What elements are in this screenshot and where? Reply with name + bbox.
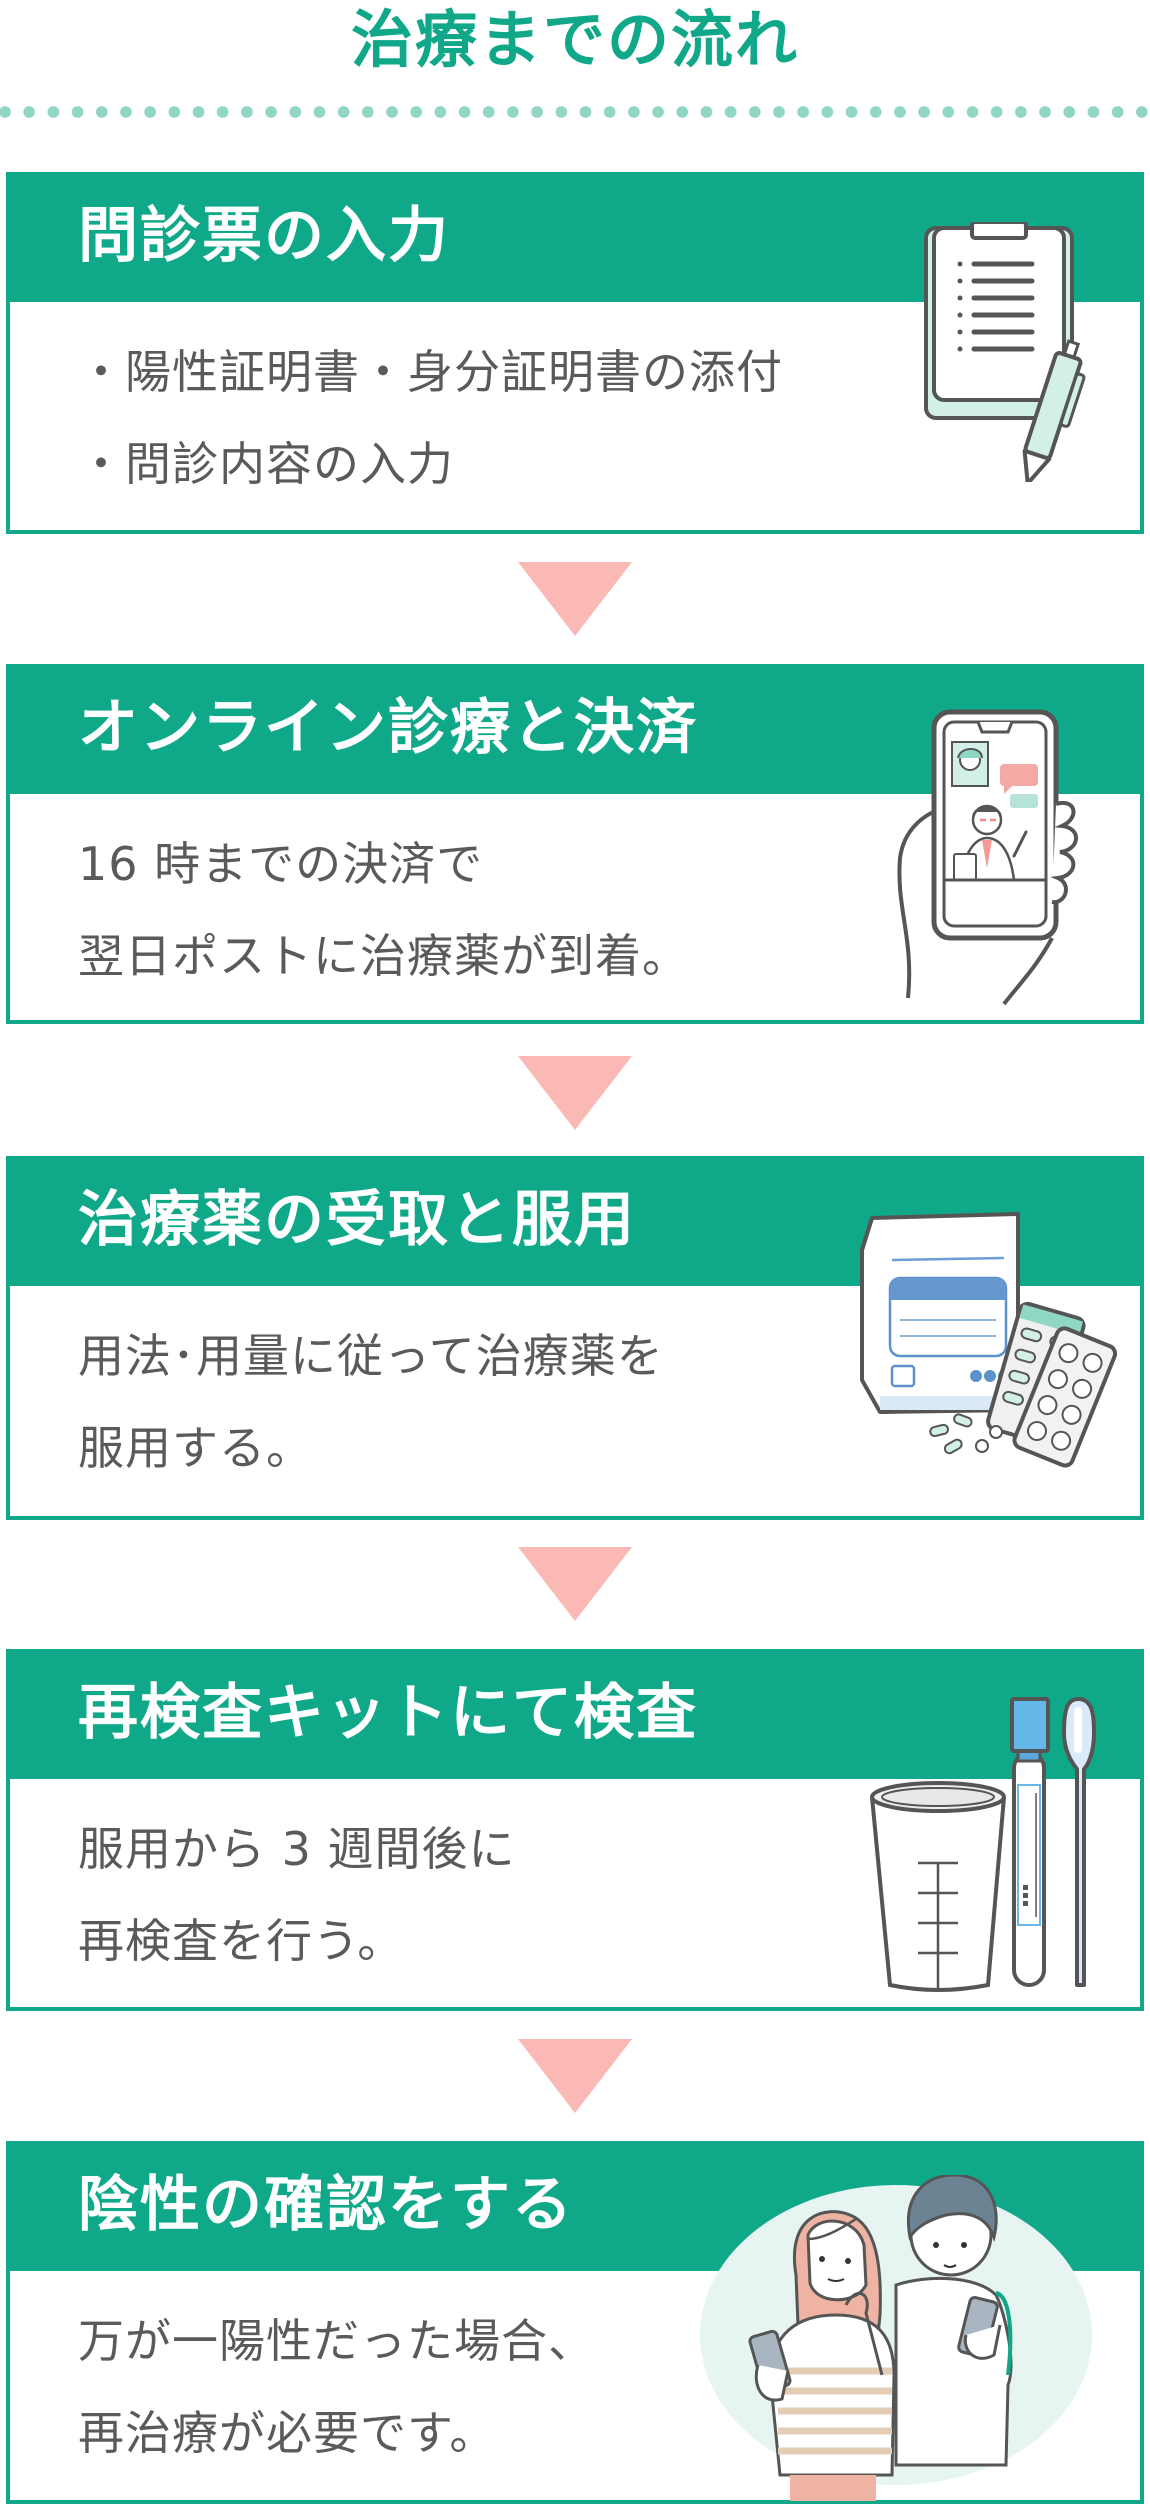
description-line: ・問診内容の入力: [78, 437, 454, 491]
step-description: 万が一陽性だった場合、 再治療が必要です。: [78, 2295, 595, 2479]
clipboard-pen-icon: [924, 222, 1086, 482]
page-title: 治療までの流れ: [350, 3, 799, 76]
step-title: オンライン診療と決済: [78, 693, 698, 763]
description-line: ・陽性証明書・身分証明書の添付: [78, 345, 783, 399]
couple-smartphones-icon: [700, 2175, 1092, 2501]
step-description: 16 時までの決済で 翌日ポストに治療薬が到着。: [78, 818, 689, 1002]
step-card-4: 再検査キットにて検査 服用から 3 週間後に 再検査を行う。: [6, 1649, 1144, 2011]
step-card-5: 陰性の確認をする 万が一陽性だった場合、 再治療が必要です。: [6, 2141, 1144, 2504]
down-arrow-icon: [518, 2039, 632, 2113]
step-card-2: オンライン診療と決済 16 時までの決済で 翌日ポストに治療薬が到着。: [6, 664, 1144, 1024]
step-description: ・陽性証明書・身分証明書の添付 ・問診内容の入力: [78, 326, 783, 510]
description-line: 翌日ポストに治療薬が到着。: [78, 929, 689, 983]
step-description: 用法･用量に従って治療薬を 服用する。: [78, 1310, 664, 1494]
description-line: 服用から 3 週間後に: [78, 1822, 516, 1876]
description-line: 再治療が必要です。: [78, 2406, 497, 2460]
description-line: 服用する。: [78, 1421, 313, 1475]
description-line: 16 時までの決済で: [78, 837, 484, 891]
step-title: 再検査キットにて検査: [78, 1678, 698, 1748]
down-arrow-icon: [518, 1056, 632, 1130]
description-line: 万が一陽性だった場合、: [78, 2314, 595, 2368]
medicine-bag-pills-icon: [860, 1212, 1118, 1468]
description-line: 用法･用量に従って治療薬を: [78, 1329, 664, 1383]
test-kit-icon: [870, 1697, 1096, 1992]
step-title: 治療薬の受取と服用: [78, 1185, 636, 1255]
step-card-3: 治療薬の受取と服用 用法･用量に従って治療薬を 服用する。: [6, 1156, 1144, 1520]
step-title: 問診票の入力: [78, 201, 450, 271]
step-header: 再検査キットにて検査: [6, 1649, 1144, 1779]
step-card-1: 問診票の入力 ・陽性証明書・身分証明書の添付 ・問診内容の入力: [6, 172, 1144, 534]
down-arrow-icon: [518, 1547, 632, 1621]
description-line: 再検査を行う。: [78, 1914, 405, 1968]
smartphone-doctor-icon: [897, 709, 1078, 1006]
down-arrow-icon: [518, 562, 632, 636]
step-description: 服用から 3 週間後に 再検査を行う。: [78, 1803, 516, 1987]
step-title: 陰性の確認をする: [78, 2170, 574, 2240]
dotted-divider: [0, 106, 1150, 118]
